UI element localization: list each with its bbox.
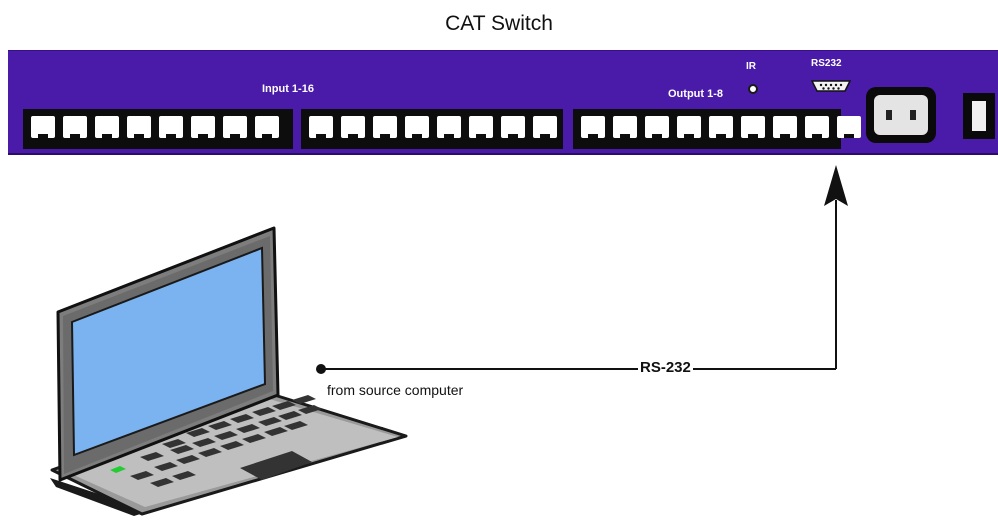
- output-port-icon: [645, 116, 669, 138]
- output-port-icon: [709, 116, 733, 138]
- rs232-port-label: RS232: [811, 58, 842, 69]
- diagram-title: CAT Switch: [445, 12, 553, 35]
- input-port-icon: [127, 116, 151, 138]
- input-port-group-2: [301, 109, 563, 149]
- input-port-icon: [341, 116, 365, 138]
- input-port-icon: [469, 116, 493, 138]
- cat-switch-panel: Input 1-16 Output 1-8 IR RS232: [8, 50, 998, 155]
- power-inlet-icon: [866, 87, 936, 143]
- input-port-icon: [191, 116, 215, 138]
- output-port-icon: [773, 116, 797, 138]
- input-port-icon: [31, 116, 55, 138]
- output-port-icon: [581, 116, 605, 138]
- output-port-group: [573, 109, 861, 149]
- input-port-icon: [309, 116, 333, 138]
- input-port-icon: [63, 116, 87, 138]
- input-port-icon: [255, 116, 279, 138]
- output-port-icon: [805, 116, 829, 138]
- input-port-icon: [437, 116, 461, 138]
- output-port-icon: [837, 116, 861, 138]
- output-port-icon: [613, 116, 637, 138]
- input-port-icon: [501, 116, 525, 138]
- input-port-icon: [159, 116, 183, 138]
- arrow-up-icon: [824, 165, 848, 206]
- input-port-icon: [373, 116, 397, 138]
- input-port-icon: [223, 116, 247, 138]
- input-ports-label: Input 1-16: [262, 83, 314, 95]
- input-port-icon: [95, 116, 119, 138]
- output-port-icon: [677, 116, 701, 138]
- output-port-icon: [741, 116, 765, 138]
- rs232-connector-icon: [811, 80, 851, 92]
- input-port-icon: [405, 116, 429, 138]
- laptop-icon: [50, 226, 408, 516]
- power-switch-icon: [963, 93, 995, 139]
- input-port-group-1: [23, 109, 293, 149]
- input-port-icon: [533, 116, 557, 138]
- source-computer-label: from source computer: [327, 382, 464, 398]
- rs232-connection-label: RS-232: [638, 359, 693, 376]
- ir-label: IR: [746, 61, 756, 72]
- output-ports-label: Output 1-8: [668, 88, 723, 100]
- ir-port-icon: [748, 84, 758, 94]
